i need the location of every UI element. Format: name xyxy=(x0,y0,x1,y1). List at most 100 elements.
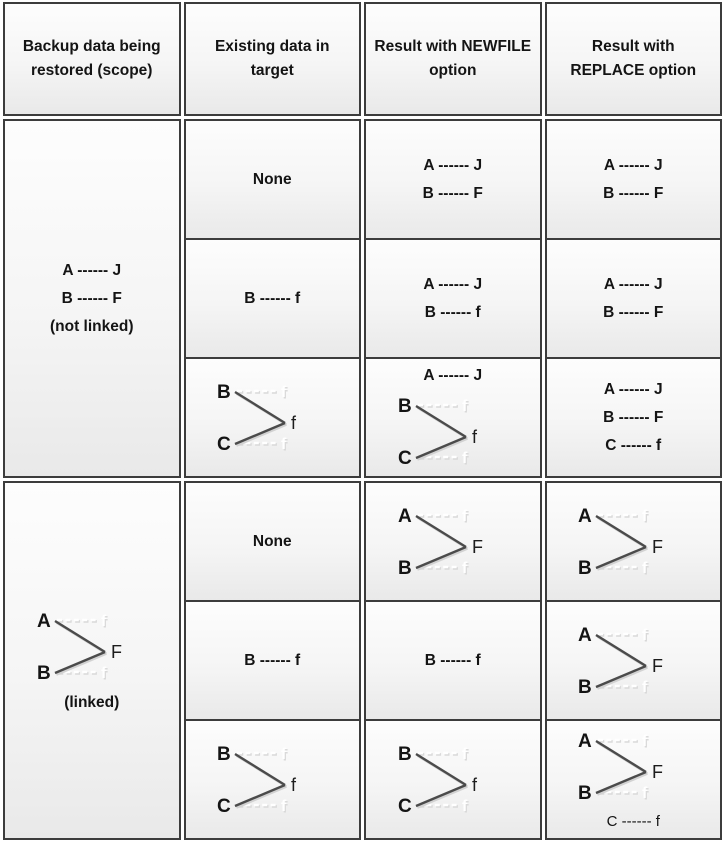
cell-content: None xyxy=(253,528,292,556)
column-header-replace: Result with REPLACE option xyxy=(544,2,722,116)
diagram-bottom-label: B xyxy=(578,783,592,804)
cell-line: A ------ J xyxy=(423,156,483,174)
svg-text:f: f xyxy=(643,734,649,751)
svg-text:f: f xyxy=(462,560,468,577)
cell-line: (linked) xyxy=(64,693,120,711)
diagram-vertex-label: f xyxy=(472,427,478,447)
cell-line: B ------ F xyxy=(422,184,483,202)
column-header-label: Result with NEWFILE option xyxy=(374,38,532,79)
cell-line: A ------ J xyxy=(62,261,122,279)
svg-text:f: f xyxy=(463,399,469,416)
svg-text:f: f xyxy=(282,437,288,454)
svg-text:f: f xyxy=(643,680,649,697)
svg-text:f: f xyxy=(101,665,107,682)
svg-text:f: f xyxy=(282,385,288,402)
diagram-top-label: A xyxy=(578,731,592,752)
cell-line: B ------ f xyxy=(244,651,301,669)
cell-line: None xyxy=(252,532,292,550)
cell-content: B ------ f xyxy=(244,647,300,675)
cell-content: A ------ J B ------ F xyxy=(423,152,483,208)
cell-content: B ------ f xyxy=(244,285,300,313)
diagram-vertex-label: F xyxy=(652,656,663,676)
cell-line: A ------ J xyxy=(603,275,663,293)
column-header-label: Result with REPLACE option xyxy=(570,38,697,79)
cell-line: A ------ J xyxy=(603,156,663,174)
cell-line: None xyxy=(252,170,292,188)
cell-line: A ------ J xyxy=(603,380,663,398)
cell-content: B ------ f xyxy=(425,647,481,675)
svg-text:f: f xyxy=(642,560,648,577)
svg-text:f: f xyxy=(642,785,648,802)
diagram-top-label: A xyxy=(398,506,412,527)
svg-text:f: f xyxy=(281,436,287,453)
diagram-vertex-label: F xyxy=(472,537,483,557)
svg-text:f: f xyxy=(643,509,649,526)
svg-text:f: f xyxy=(102,666,108,683)
diagram-top-label: B xyxy=(217,744,231,765)
diagram-vertex-label: F xyxy=(111,642,122,662)
cell-line: B ------ F xyxy=(61,289,122,307)
svg-text:f: f xyxy=(463,451,469,468)
cell-line: B ------ F xyxy=(603,184,664,202)
cell-line: B ------ f xyxy=(424,651,481,669)
svg-text:f: f xyxy=(643,628,649,645)
diagram-vertex-label: F xyxy=(652,537,663,557)
cell-line: B ------ F xyxy=(603,408,664,426)
diagram-top-label: A xyxy=(37,611,51,632)
svg-text:f: f xyxy=(282,747,288,764)
svg-text:f: f xyxy=(462,798,468,815)
cell-content: None xyxy=(253,166,292,194)
restore-options-table: Backup data being restored (scope) Exist… xyxy=(3,2,722,840)
cell-line: B ------ F xyxy=(603,303,664,321)
diagram-top-label: B xyxy=(398,396,412,417)
svg-text:f: f xyxy=(102,614,108,631)
cell-line: A ------ J xyxy=(423,366,483,384)
svg-text:f: f xyxy=(281,384,287,401)
diagram-bottom-label: C xyxy=(217,796,231,817)
svg-text:f: f xyxy=(462,746,468,763)
svg-text:f: f xyxy=(642,508,648,525)
diagram-vertex-label: f xyxy=(291,413,297,433)
cell-line: C ------ f xyxy=(605,436,662,454)
column-header-existing: Existing data in target xyxy=(183,2,361,116)
cell-content: A ------ J B ------ F xyxy=(603,271,663,327)
svg-text:f: f xyxy=(643,561,649,578)
cell-line: C ------ f xyxy=(606,812,660,830)
svg-text:f: f xyxy=(463,509,469,526)
cell-newfile-not-linked-row1: A ------ J B ------ F xyxy=(364,119,542,240)
cell-content: A ------ J B ------ F xyxy=(603,152,663,208)
diagram-bottom-label: C xyxy=(217,434,231,455)
svg-text:f: f xyxy=(281,798,287,815)
diagram-top-label: A xyxy=(578,506,592,527)
svg-text:f: f xyxy=(462,508,468,525)
svg-text:f: f xyxy=(642,733,648,750)
